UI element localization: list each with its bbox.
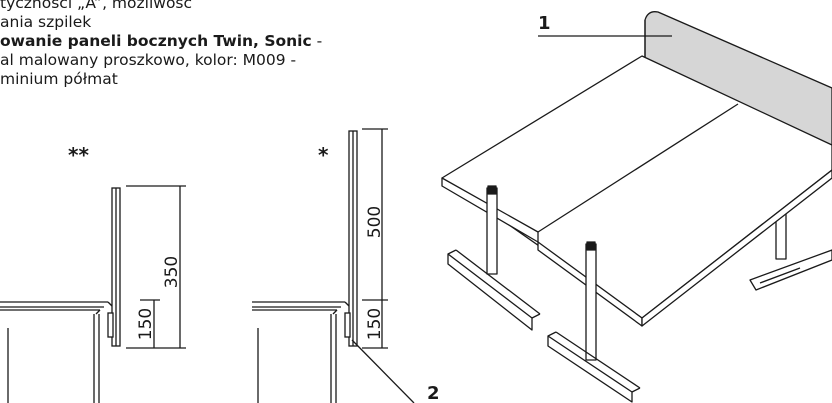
leg-left-clamp	[487, 185, 497, 195]
panel-clamp	[344, 312, 351, 338]
leader-line-2	[351, 339, 415, 403]
foot-middle	[547, 335, 633, 403]
desk-corner-line	[332, 309, 338, 315]
foot-back-right	[749, 249, 832, 291]
desk-corner-line	[95, 309, 101, 315]
panel-clamp	[107, 312, 114, 338]
desk-corner-line	[107, 301, 113, 307]
dim-label-350: 350	[162, 256, 182, 288]
dim-label-150-right: 150	[365, 308, 385, 340]
detail-350-mount	[0, 185, 186, 403]
detail-500-mount	[252, 128, 415, 403]
desk-split-line	[537, 103, 739, 233]
leg-middle-clamp	[586, 241, 596, 251]
dim-label-150-left: 150	[136, 308, 156, 340]
description-line-4: al malowany proszkowo, kolor: M009 -	[0, 51, 297, 69]
description-text: tyczności „A”, możliwość ania szpilek ow…	[0, 0, 420, 89]
foot-left	[447, 253, 533, 331]
product-name: owanie paneli bocznych Twin, Sonic	[0, 32, 312, 50]
desk-isometric	[441, 11, 832, 403]
description-line-2: ania szpilek	[0, 13, 92, 31]
callout-2-label: 2	[427, 383, 440, 403]
leg-middle	[585, 243, 597, 361]
desk-corner-line	[344, 301, 350, 307]
description-line-3-rest: -	[311, 32, 323, 50]
detail-right-marker: *	[318, 143, 329, 167]
description-line-1: tyczności „A”, możliwość	[0, 0, 193, 12]
desk-edge-right	[641, 169, 832, 327]
callout-1-label: 1	[538, 13, 551, 34]
detail-left-marker: **	[68, 143, 89, 167]
dim-label-500: 500	[365, 206, 385, 238]
description-line-3: owanie paneli bocznych Twin, Sonic -	[0, 32, 420, 51]
leg-left	[486, 187, 498, 275]
description-line-5: minium półmat	[0, 70, 118, 88]
